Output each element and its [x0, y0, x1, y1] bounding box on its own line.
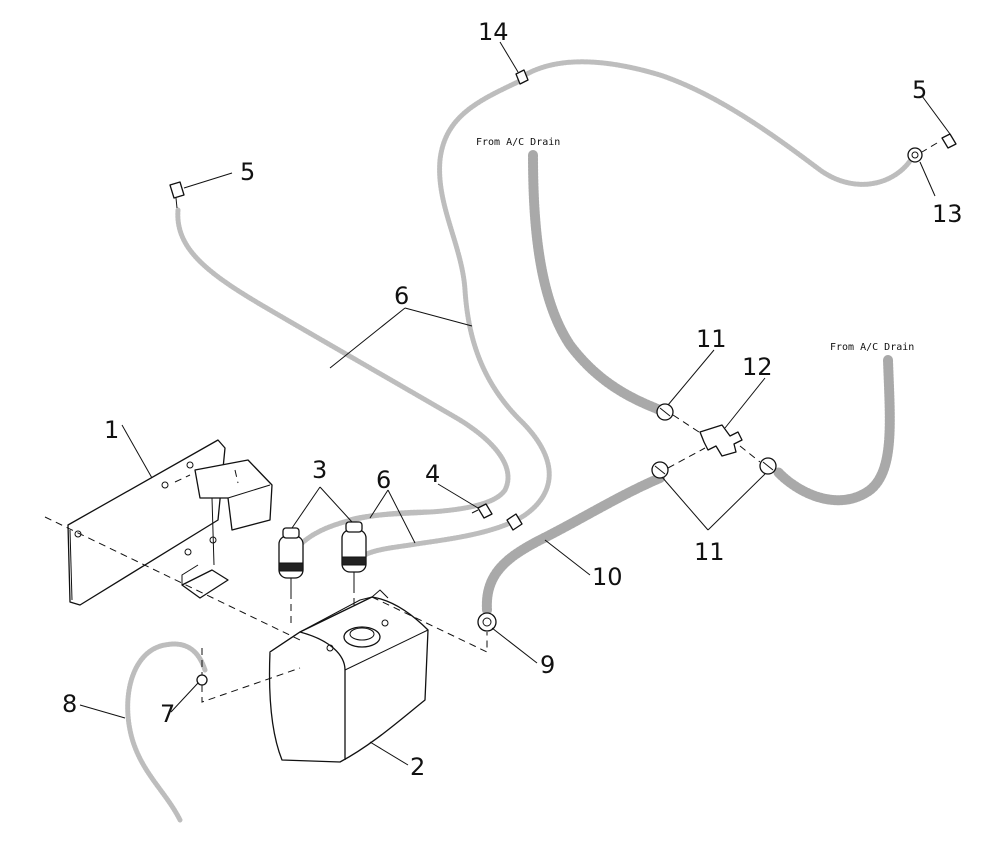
callout-11-bottom: 11	[694, 538, 725, 566]
grommet-7	[196, 674, 208, 686]
hose-connector	[477, 503, 523, 531]
callout-8: 8	[62, 690, 77, 718]
drain-hoses	[125, 150, 895, 823]
callout-1: 1	[104, 416, 119, 444]
callout-labels: 1 2 3 4 5 5 6 6 7 8 9 10 11 11 12 13 14	[62, 18, 963, 781]
nozzle-right	[907, 133, 957, 163]
nozzle-left	[169, 181, 185, 209]
callout-4: 4	[425, 460, 440, 488]
callout-13: 13	[932, 200, 963, 228]
callout-6-lower: 6	[376, 466, 391, 494]
callout-10: 10	[592, 563, 623, 591]
bracket-plate	[67, 439, 226, 606]
callout-11-top: 11	[696, 325, 727, 353]
washer-hose-top	[522, 59, 915, 187]
note-drain-left: From A/C Drain	[476, 137, 560, 148]
callout-3: 3	[312, 456, 327, 484]
drain-hose-10	[481, 473, 665, 615]
washer-pump-right	[341, 521, 367, 586]
grommet-13	[907, 147, 923, 163]
fitting-14	[515, 69, 529, 85]
washer-hose-left-lower	[297, 509, 433, 548]
mounting-bracket	[67, 439, 273, 606]
drain-tee-and-clamps	[477, 403, 777, 632]
drain-notes: From A/C Drain From A/C Drain	[476, 137, 914, 353]
washer-reservoir	[268, 589, 429, 763]
assembly-lines	[44, 142, 938, 703]
callout-5-right: 5	[912, 76, 927, 104]
washer-9	[477, 612, 497, 632]
callout-5-left: 5	[240, 158, 255, 186]
nozzles	[169, 69, 957, 209]
tee-connector	[699, 424, 743, 457]
washer-pumps	[278, 521, 367, 592]
drain-hose-left	[528, 150, 665, 415]
drain-hose-8	[125, 641, 208, 823]
callout-14: 14	[478, 18, 509, 46]
drain-hose-right	[773, 355, 895, 506]
note-drain-right: From A/C Drain	[830, 342, 914, 353]
washer-hoses	[175, 59, 915, 561]
callout-12: 12	[742, 353, 773, 381]
leader-lines	[79, 41, 951, 766]
callout-9: 9	[540, 651, 555, 679]
callout-7: 7	[160, 700, 175, 728]
callout-6-upper: 6	[394, 282, 409, 310]
washer-hose-long	[357, 77, 552, 561]
callout-2: 2	[410, 753, 425, 781]
washer-pump-left	[278, 527, 304, 592]
